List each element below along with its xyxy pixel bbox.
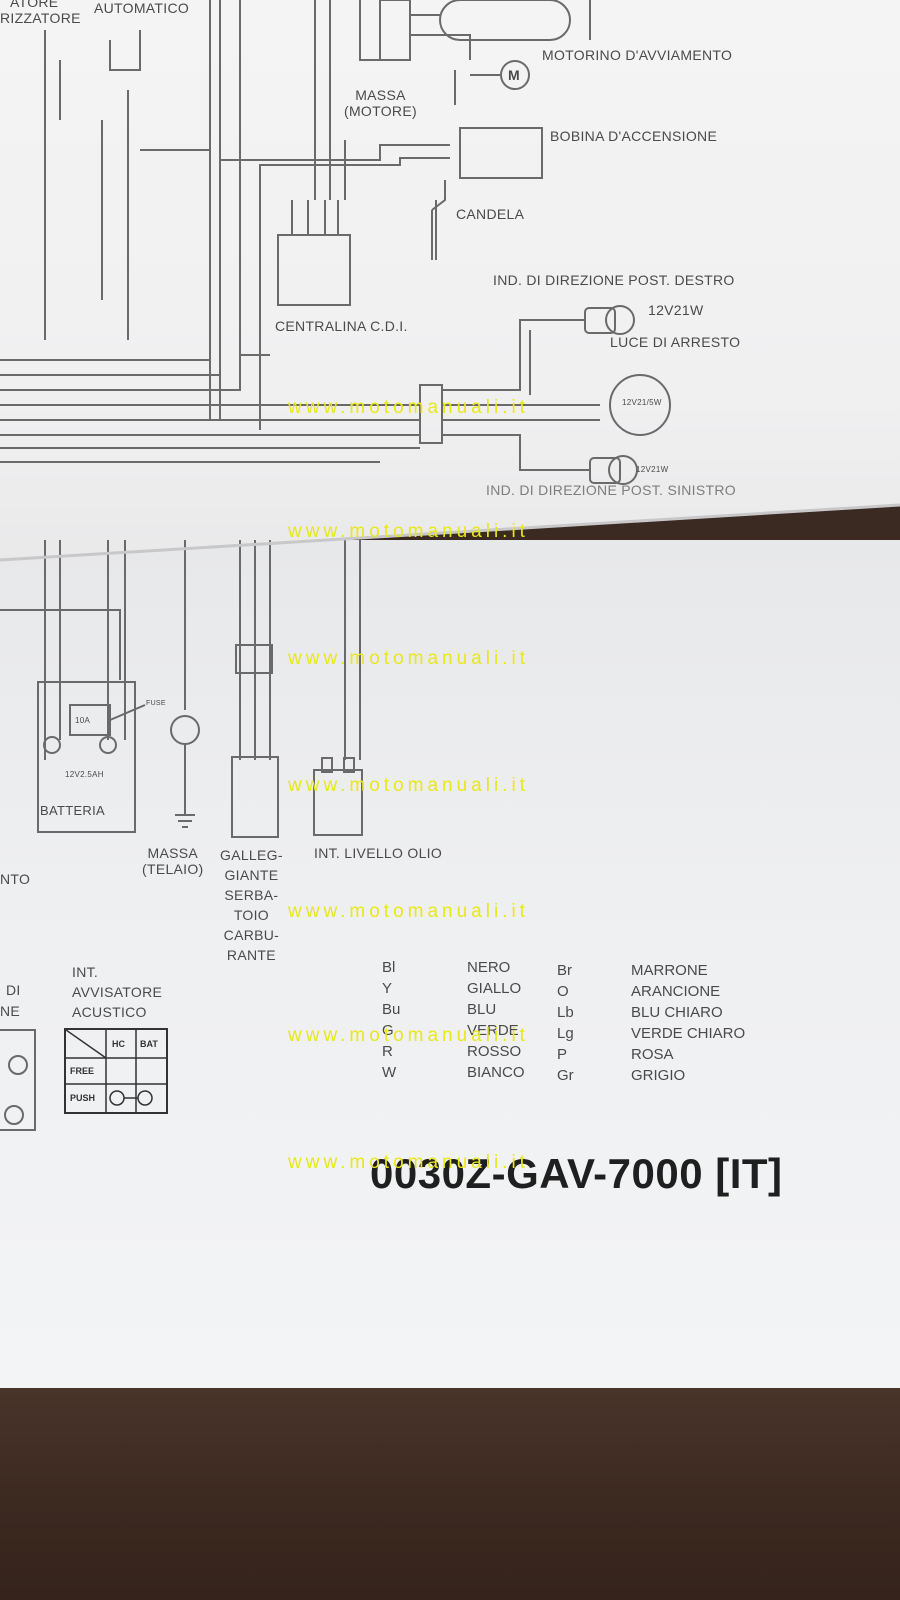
table-header-hc: HC [112,1039,125,1049]
label-top-left-2: RIZZATORE [0,10,81,26]
motor-m-symbol: M [508,67,520,83]
label-avvisatore: INT. AVVISATORE ACUSTICO [72,964,163,1020]
label-automatico: AUTOMATICO [94,0,190,16]
table-grid [66,1030,166,1112]
watermark-text: www.motomanuali.it [288,901,529,922]
label-di: DI [6,982,21,998]
manual-page-lower [0,540,900,1388]
watermark-text: www.motomanuali.it [288,648,529,669]
label-ind-destro: IND. DI DIREZIONE POST. DESTRO [493,272,735,288]
label-livello-olio: INT. LIVELLO OLIO [314,845,443,861]
watermark-text: www.motomanuali.it [288,397,529,418]
table-row-push: PUSH [70,1093,96,1103]
label-centralina: CENTRALINA C.D.I. [275,318,408,334]
watermark-text: www.motomanuali.it [288,1025,529,1046]
watermark-text: www.motomanuali.it [288,521,529,542]
label-galleggiante: GALLEG- GIANTE SERBA- TOIO CARBU- RANTE [220,847,283,963]
label-candela: CANDELA [456,206,525,222]
watermark-text: www.motomanuali.it [288,1152,529,1173]
label-luce-arresto: LUCE DI ARRESTO [610,334,741,350]
label-massa-telaio: MASSA (TELAIO) [142,845,204,878]
label-motorino: MOTORINO D'AVVIAMENTO [542,47,733,63]
label-bulb-destro: 12V21W [648,302,704,318]
label-bulb-arresto: 12V21/5W [622,398,662,407]
wooden-table [0,1380,900,1600]
horn-switch-table: HC BAT FREE PUSH [64,1028,168,1114]
table-row-free: FREE [70,1066,95,1076]
label-massa-motore: MASSA (MOTORE) [344,87,417,120]
table-header-bat: BAT [140,1039,158,1049]
part-code: 0030Z-GAV-7000 [IT] [370,1150,783,1197]
label-bobina: BOBINA D'ACCENSIONE [550,128,718,144]
label-ind-sinistro: IND. DI DIREZIONE POST. SINISTRO [486,482,736,498]
watermark-text: www.motomanuali.it [288,775,529,796]
label-nto: NTO [0,871,31,887]
label-battery-value: 12V2.5AH [65,770,104,779]
label-fuse-value: 10A [75,716,91,725]
label-ne: NE [0,1003,21,1019]
label-top-left-1: ATORE [10,0,59,10]
label-batteria: BATTERIA [40,803,106,818]
label-fuse: FUSE [146,700,166,707]
label-bulb-sinistro: 12V21W [636,465,669,474]
manual-page-upper-fold [0,0,900,560]
